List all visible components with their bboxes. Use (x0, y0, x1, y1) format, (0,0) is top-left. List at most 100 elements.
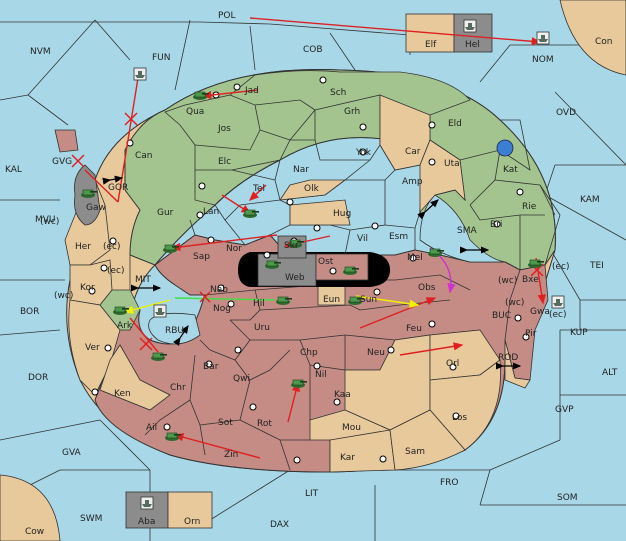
label-sam: Sam (405, 447, 425, 457)
label-bor: BOR (20, 307, 39, 317)
label-alt: ALT (602, 368, 618, 378)
fleet-marker-kat[interactable] (496, 139, 514, 157)
label-olk: Olk (304, 184, 320, 194)
label-swm: SWM (80, 514, 102, 524)
label-eld: Eld (448, 119, 462, 129)
label-nog: Nog (213, 304, 231, 314)
label-buc: BUC (492, 311, 511, 321)
label-nvm: NVM (30, 47, 51, 57)
coast-tag: (ec) (107, 266, 125, 276)
label-gur: Gur (157, 208, 174, 218)
coast-tag: (ec) (552, 262, 570, 272)
label-rod: ROD (498, 353, 518, 363)
coast-tag: (wc) (505, 298, 524, 308)
label-obs: Obs (418, 283, 436, 293)
label-chp: Chp (300, 348, 318, 358)
fleet-unit[interactable] (551, 295, 565, 309)
label-kor: Kor (80, 283, 95, 293)
label-lit: LIT (305, 489, 319, 499)
province-labels: Jad Sch Qua Jos Grh Eld Can Elc Nar Yok … (40, 40, 570, 527)
label-bar: Bar (203, 362, 219, 372)
prov-pir-coast (504, 339, 531, 389)
label-bri: Bri (490, 220, 502, 230)
label-mel: Mel (407, 253, 423, 263)
label-dor: DOR (28, 373, 48, 383)
label-ark: Ark (117, 321, 133, 331)
label-cob: COB (303, 45, 323, 55)
label-bxe: Bxe (522, 275, 539, 285)
label-amp: Amp (402, 177, 423, 187)
label-kaa: Kaa (334, 390, 351, 400)
label-gaw: Gaw (86, 203, 106, 213)
label-esm: Esm (389, 232, 408, 242)
label-nil: Nil (315, 370, 327, 380)
label-cow: Cow (25, 527, 44, 537)
label-elf: Elf (425, 40, 437, 50)
label-pol: POL (218, 11, 236, 21)
coast-tag: (ec) (549, 310, 567, 320)
passages (102, 175, 522, 370)
label-rot: Rot (257, 419, 272, 429)
label-fro: FRO (440, 478, 459, 488)
label-yok: Yok (355, 148, 372, 158)
label-skr: Skr (284, 241, 299, 251)
label-gwa: Gwa (530, 307, 550, 317)
label-gor: GOR (108, 183, 128, 193)
label-sun: Sun (360, 295, 377, 305)
label-nom: NOM (532, 55, 554, 65)
label-vil: Vil (357, 234, 368, 244)
fleet-unit[interactable] (463, 19, 477, 33)
label-grh: Grh (344, 107, 360, 117)
fleet-unit[interactable] (536, 31, 550, 45)
prov-hug[interactable] (289, 199, 351, 226)
label-hug: Hug (333, 209, 351, 219)
prov-uta[interactable] (419, 139, 466, 214)
prov-olk[interactable] (279, 179, 347, 201)
label-uta: Uta (444, 159, 460, 169)
label-chr: Chr (170, 383, 186, 393)
label-jos: Jos (217, 124, 231, 134)
prov-ken[interactable] (99, 344, 171, 411)
inset-orn[interactable] (167, 491, 213, 529)
label-aba: Aba (138, 517, 155, 527)
units[interactable] (80, 19, 565, 510)
label-mvu: MVU (35, 215, 56, 225)
label-nab: Nab (210, 285, 228, 295)
prov-gvg[interactable] (54, 129, 79, 153)
fleet-unit[interactable] (140, 496, 154, 510)
label-dax: DAX (270, 520, 289, 530)
label-web: Web (285, 273, 305, 283)
label-mit: MIT (135, 275, 151, 285)
fleet-unit[interactable] (133, 67, 147, 81)
label-orn: Orn (184, 517, 200, 527)
label-can: Can (135, 151, 153, 161)
prov-sam[interactable] (389, 409, 466, 471)
label-hil: Hil (253, 299, 265, 309)
label-kal: KAL (5, 165, 22, 175)
label-kam: KAM (580, 195, 600, 205)
label-feu: Feu (406, 324, 422, 334)
label-her: Her (75, 242, 91, 252)
label-ken: Ken (114, 389, 131, 399)
label-jad: Jad (244, 86, 259, 96)
label-ovd: OVD (556, 108, 576, 118)
label-nar: Nar (293, 165, 309, 175)
label-neu: Neu (367, 348, 385, 358)
label-som: SOM (557, 493, 578, 503)
fleet-unit[interactable] (153, 304, 167, 318)
orders (71, 17, 546, 459)
label-orl: Orl (446, 359, 459, 369)
label-car: Car (405, 147, 421, 157)
label-eun: Eun (323, 295, 340, 305)
label-qwi: Qwi (233, 374, 250, 384)
label-kar: Kar (340, 453, 355, 463)
label-zin: Zin (224, 450, 238, 460)
label-pir: Pir (525, 329, 537, 339)
label-sap: Sap (193, 252, 210, 262)
prov-ost[interactable] (315, 253, 369, 281)
label-elc: Elc (218, 157, 231, 167)
sea-sma[interactable] (419, 194, 506, 263)
label-mou: Mou (342, 423, 361, 433)
coast-tag: (wc) (54, 291, 73, 301)
